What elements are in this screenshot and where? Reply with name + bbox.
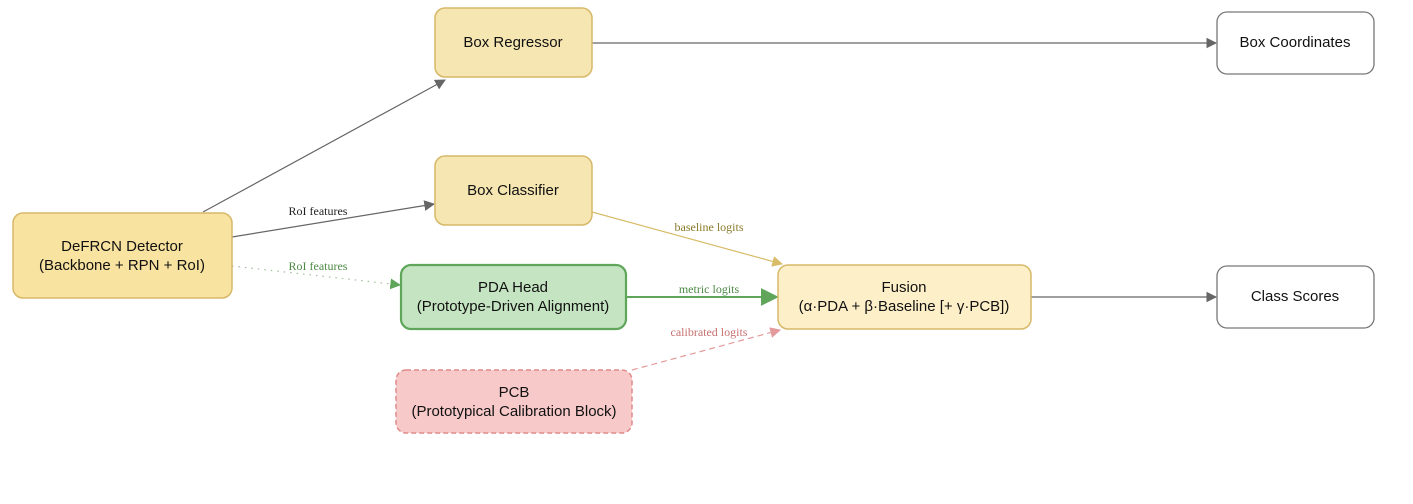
node-detector-subtitle: (Backbone + RPN + RoI) (39, 257, 205, 274)
edge-classifier-to-fusion (591, 211, 784, 267)
label-baseline-logits: baseline logits (675, 220, 744, 234)
node-detector-title: DeFRCN Detector (61, 238, 183, 255)
node-pda-head-title: PDA Head (478, 279, 548, 296)
node-fusion-title: Fusion (881, 279, 926, 296)
edge-detector-to-pda (231, 265, 402, 290)
label-calibrated-logits: calibrated logits (671, 325, 748, 339)
node-fusion-subtitle: (α·PDA + β·Baseline [+ γ·PCB]) (799, 298, 1010, 315)
node-pcb-title: PCB (499, 384, 530, 401)
node-box-classifier-title: Box Classifier (467, 182, 559, 199)
node-box-regressor[interactable]: Box Regressor (434, 7, 593, 78)
label-metric-logits: metric logits (679, 282, 740, 296)
node-box-regressor-title: Box Regressor (463, 34, 562, 51)
node-box-coordinates[interactable]: Box Coordinates (1216, 11, 1375, 75)
node-box-classifier[interactable]: Box Classifier (434, 155, 593, 226)
node-pcb-subtitle: (Prototypical Calibration Block) (411, 403, 616, 420)
node-detector[interactable]: DeFRCN Detector (Backbone + RPN + RoI) (12, 212, 233, 299)
edge-detector-to-classifier (231, 200, 436, 238)
edge-detector-to-regressor (202, 79, 446, 213)
node-fusion[interactable]: Fusion (α·PDA + β·Baseline [+ γ·PCB]) (777, 264, 1032, 330)
node-pda-head[interactable]: PDA Head (Prototype-Driven Alignment) (399, 263, 628, 331)
node-pcb[interactable]: PCB (Prototypical Calibration Block) (395, 369, 633, 434)
label-roi-features-pda: RoI features (289, 259, 348, 273)
edge-pcb-to-fusion (631, 327, 782, 371)
node-class-scores[interactable]: Class Scores (1216, 265, 1375, 329)
node-pda-head-subtitle: (Prototype-Driven Alignment) (417, 298, 610, 315)
edges: RoI features RoI features baseline logit… (202, 37, 1218, 371)
node-class-scores-title: Class Scores (1251, 288, 1339, 305)
node-box-coordinates-title: Box Coordinates (1240, 34, 1351, 51)
label-roi-features-classifier: RoI features (289, 204, 348, 218)
